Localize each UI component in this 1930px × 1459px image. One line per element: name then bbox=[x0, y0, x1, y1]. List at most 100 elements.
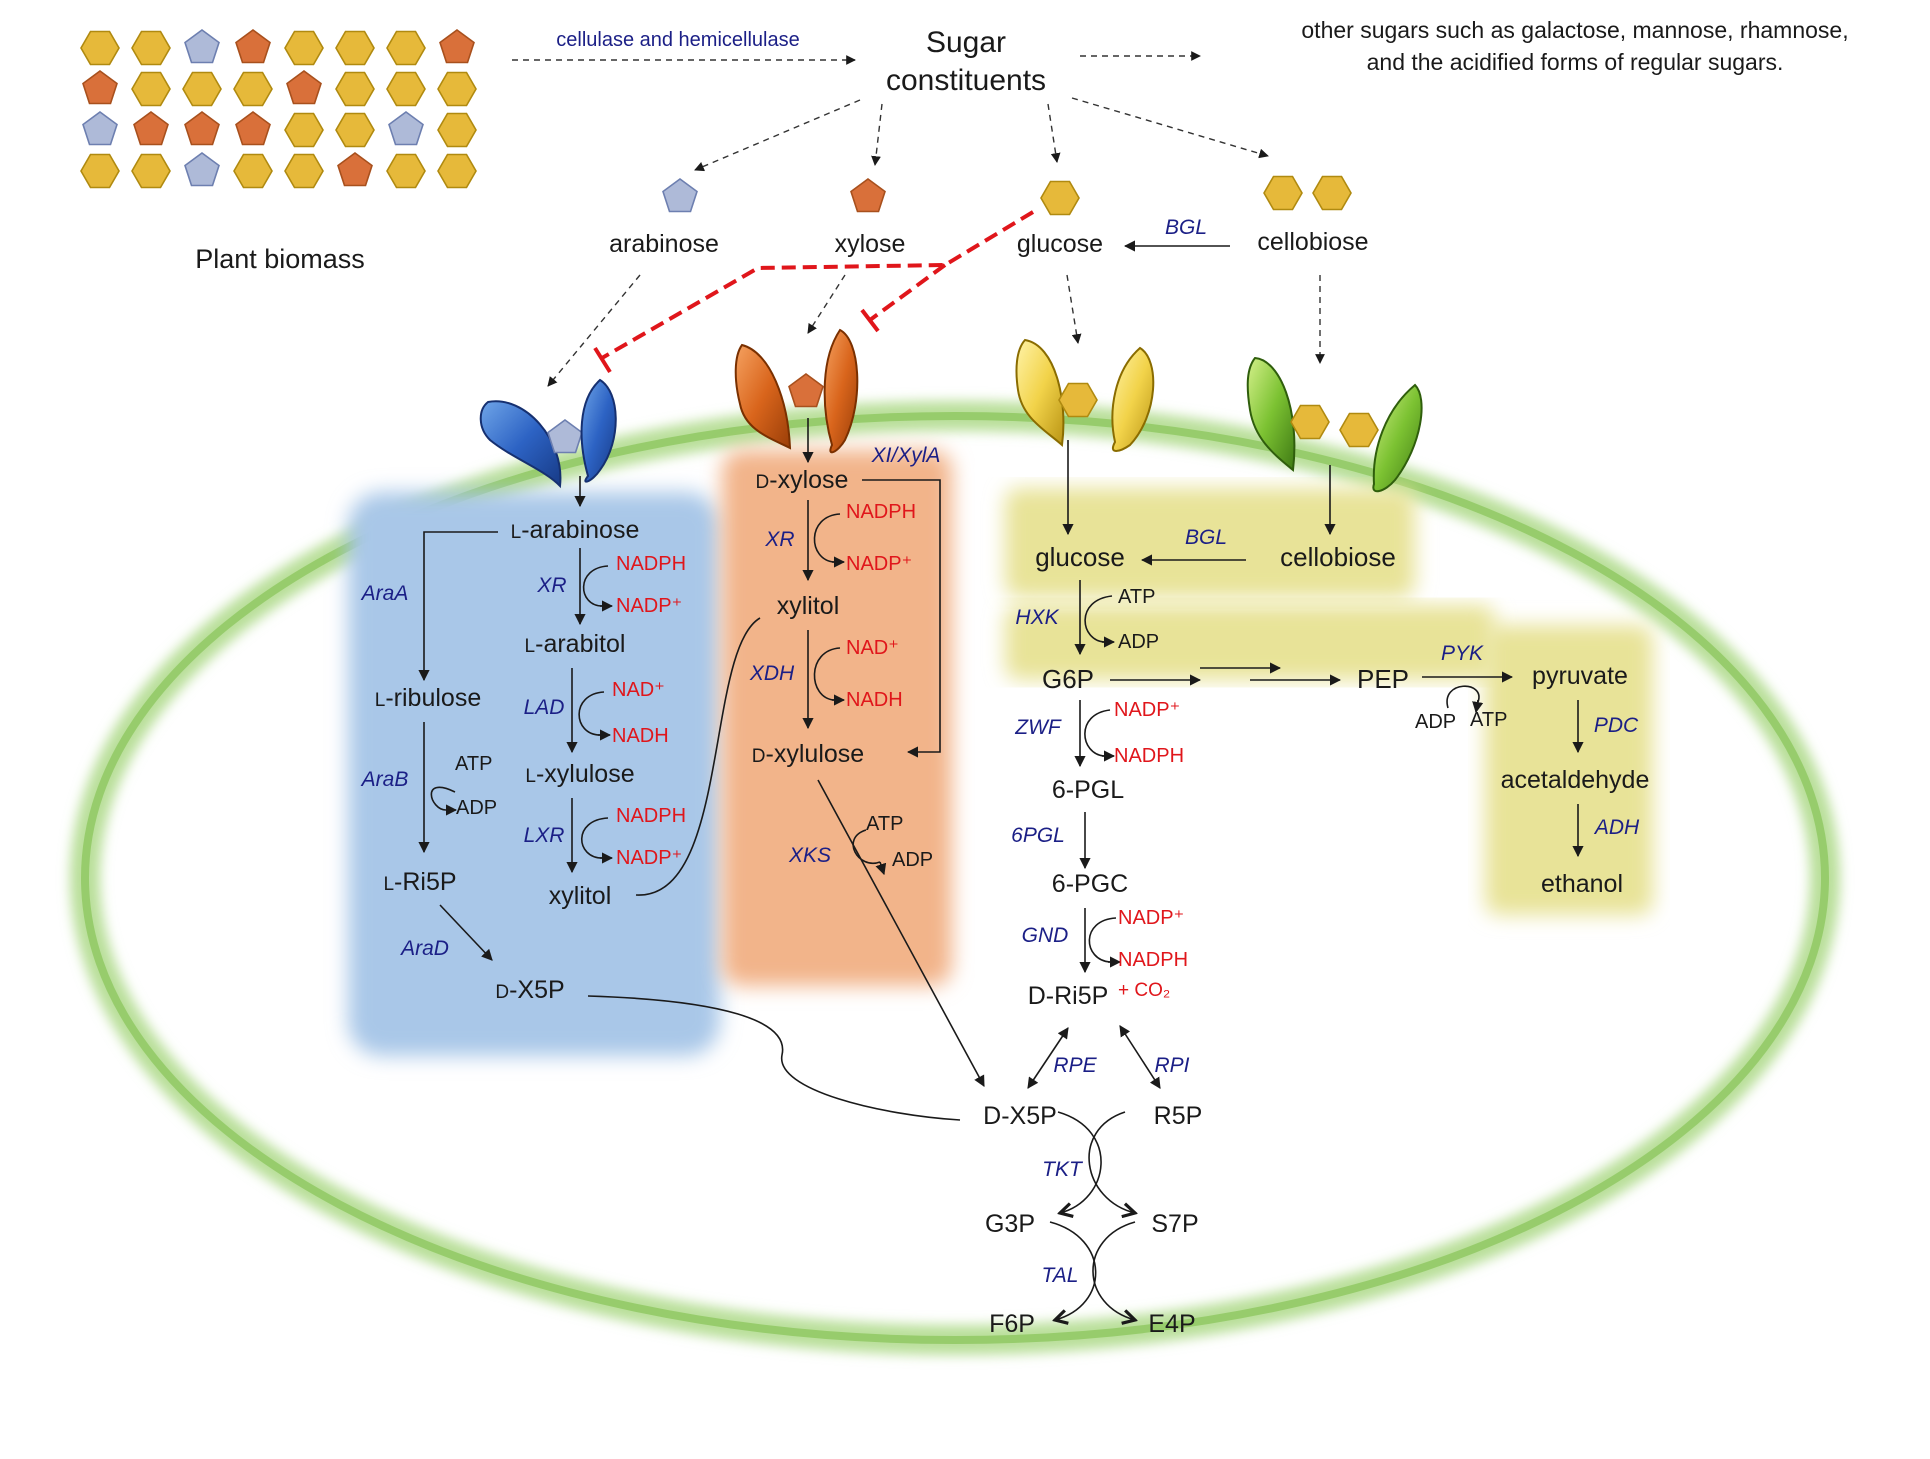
acetaldehyde-label: acetaldehyde bbox=[1501, 766, 1650, 794]
lxr-nadp: NADP⁺ bbox=[616, 847, 682, 869]
xylitol-arabinose-label: xylitol bbox=[549, 882, 612, 910]
f6p-label: F6P bbox=[989, 1310, 1035, 1338]
co2-label: + CO₂ bbox=[1118, 980, 1170, 1001]
arabinose-transporter-icon bbox=[479, 378, 617, 489]
glucose-hexagon-icon bbox=[437, 153, 477, 189]
d-x5p-link-curve bbox=[587, 995, 961, 1121]
rpi-label: RPI bbox=[1154, 1054, 1189, 1077]
xylose-pentagon-icon bbox=[337, 152, 373, 187]
xi-label: XI/XylA bbox=[871, 444, 941, 467]
glucose-label: glucose bbox=[1017, 230, 1103, 258]
gnd-nadph: NADPH bbox=[1118, 949, 1188, 971]
glucose-hexagon-icon bbox=[386, 153, 426, 189]
xr-xylose-nadph: NADPH bbox=[846, 501, 916, 523]
xylitol-xylose-label: xylitol bbox=[777, 592, 840, 620]
xr-xylose-nadp: NADP⁺ bbox=[846, 553, 912, 575]
glucose-hexagon-icon bbox=[386, 71, 426, 107]
glucose-hexagon-icon bbox=[233, 71, 273, 107]
lxr-nadph: NADPH bbox=[616, 805, 686, 827]
xks-adp: ADP bbox=[892, 849, 933, 871]
r5p-label: R5P bbox=[1154, 1102, 1203, 1130]
arabinose-to-transporter bbox=[547, 274, 641, 387]
to-arabinose-arrow bbox=[694, 99, 861, 172]
plant-biomass-label: Plant biomass bbox=[195, 244, 365, 274]
glucose-hexagon-icon bbox=[386, 30, 426, 66]
6pgl-label: 6-PGL bbox=[1052, 776, 1124, 804]
xr-arabinose-nadp: NADP⁺ bbox=[616, 595, 682, 617]
xylose-pentagon-icon bbox=[439, 29, 475, 64]
cellobiose-inner-label: cellobiose bbox=[1280, 542, 1396, 572]
rpe-label: RPE bbox=[1053, 1054, 1097, 1077]
glucose-hexagon-icon bbox=[335, 112, 375, 148]
glucose-inner-label: glucose bbox=[1035, 542, 1125, 572]
xr-arabinose-label: XR bbox=[536, 574, 566, 597]
e4p-label: E4P bbox=[1148, 1310, 1195, 1338]
lad-label: LAD bbox=[524, 696, 565, 719]
lxr-label: LXR bbox=[524, 824, 565, 847]
xylose-to-transporter bbox=[807, 274, 846, 334]
lad-nadh: NADH bbox=[612, 725, 669, 747]
6pgc-label: 6-PGC bbox=[1052, 870, 1128, 898]
glucose-to-transporter bbox=[1066, 274, 1082, 344]
araB-atp: ATP bbox=[455, 753, 492, 775]
pep-label: PEP bbox=[1357, 664, 1409, 694]
glucose-hexagon-icon bbox=[80, 153, 120, 189]
bgl-inner-label: BGL bbox=[1185, 526, 1227, 549]
glucose-hexagon-icon bbox=[131, 71, 171, 107]
glucose-hexagon-icon bbox=[284, 30, 324, 66]
d-x5p-label: D-X5P bbox=[983, 1102, 1057, 1130]
xylose-pathway-region bbox=[722, 450, 952, 986]
arabinose-pentagon-icon bbox=[388, 111, 424, 146]
d-ri5p-label: D-Ri5P bbox=[1028, 982, 1109, 1010]
arabinose-pentagon-icon bbox=[82, 111, 118, 146]
arabinose-pentagon-icon bbox=[662, 178, 698, 213]
tkt-label: TKT bbox=[1042, 1158, 1084, 1181]
cell-membrane bbox=[70, 401, 1840, 1355]
hydrolysis-enzymes-label: cellulase and hemicellulase bbox=[556, 29, 799, 51]
glucose-hexagon-icon bbox=[437, 112, 477, 148]
g3p-label: G3P bbox=[985, 1210, 1035, 1238]
araD-label: AraD bbox=[399, 937, 449, 960]
xylose-pentagon-icon bbox=[235, 111, 271, 146]
glucose-hexagon-icon bbox=[284, 153, 324, 189]
zwf-nadp: NADP⁺ bbox=[1114, 699, 1180, 721]
zwf-label: ZWF bbox=[1014, 716, 1062, 739]
xylose-pentagon-icon bbox=[184, 111, 220, 146]
pyk-label: PYK bbox=[1441, 642, 1484, 665]
araB-adp: ADP bbox=[456, 797, 497, 819]
s7p-label: S7P bbox=[1151, 1210, 1198, 1238]
glucose-transporter-icon bbox=[1015, 338, 1155, 452]
pyk-atp: ATP bbox=[1470, 709, 1507, 731]
bgl-outer-label: BGL bbox=[1165, 216, 1207, 239]
cellobiose-label: cellobiose bbox=[1257, 228, 1368, 256]
glucose-hexagon-icon bbox=[284, 112, 324, 148]
araB-label: AraB bbox=[360, 768, 409, 791]
xr-xylose-label: XR bbox=[764, 528, 794, 551]
xylose-pentagon-icon bbox=[850, 178, 886, 213]
gnd-nadp: NADP⁺ bbox=[1118, 907, 1184, 929]
glucose-hexagon-icon bbox=[131, 30, 171, 66]
plant-biomass-tiles bbox=[80, 29, 477, 189]
glucose-hexagon-icon bbox=[233, 153, 273, 189]
sugar-constituents-line1: Sugar bbox=[926, 26, 1006, 59]
xylose-label: xylose bbox=[835, 230, 906, 258]
glucose-pathway-region bbox=[1005, 488, 1653, 915]
arabinose-pentagon-icon bbox=[184, 29, 220, 64]
lad-nad: NAD⁺ bbox=[612, 679, 665, 701]
to-glucose-arrow bbox=[1047, 103, 1061, 163]
arabinose-label: arabinose bbox=[609, 230, 719, 258]
other-sugars-line2: and the acidified forms of regular sugar… bbox=[1367, 49, 1784, 75]
xylitol-link-curve bbox=[635, 617, 761, 896]
arabinose-pathway-region bbox=[348, 492, 720, 1056]
glucose-hexagon-icon bbox=[182, 71, 222, 107]
xylose-pentagon-icon bbox=[286, 70, 322, 105]
glucose-hexagon-icon bbox=[437, 71, 477, 107]
other-sugars-line1: other sugars such as galactose, mannose,… bbox=[1301, 17, 1848, 43]
xdh-nad: NAD⁺ bbox=[846, 637, 899, 659]
tal-cross-arrow-left bbox=[1049, 1221, 1097, 1320]
cellobiose-icon bbox=[1263, 175, 1352, 211]
6pgl-enzyme-label: 6PGL bbox=[1011, 824, 1065, 847]
d-xylose-label: D-xylose bbox=[756, 466, 849, 494]
cellobiose-transporter-icon bbox=[1246, 356, 1423, 493]
